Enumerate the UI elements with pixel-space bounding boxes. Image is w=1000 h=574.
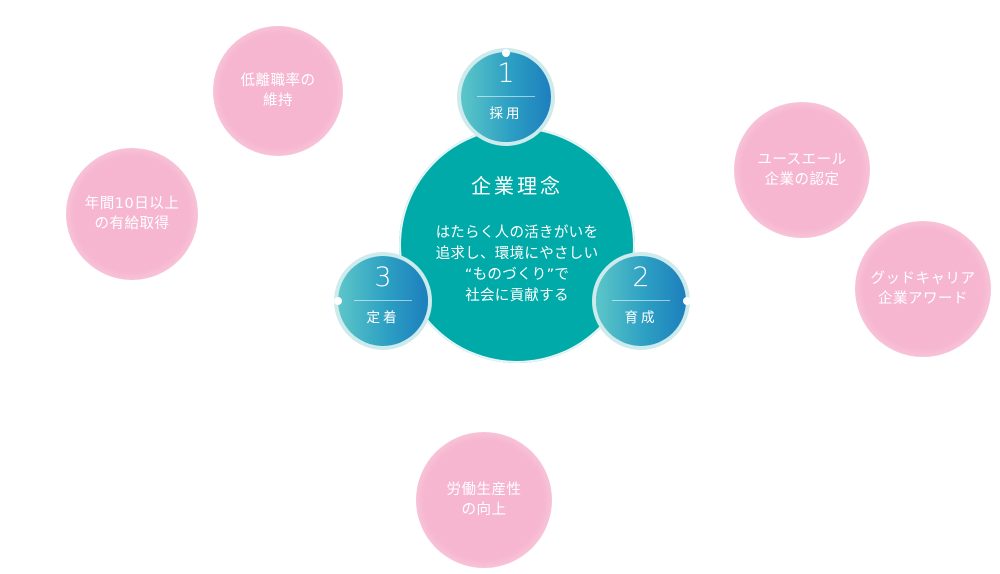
connector-dot-left xyxy=(334,297,342,305)
step-divider xyxy=(354,300,412,301)
outcome-youth-yell-label: ユースエール 企業の認定 xyxy=(757,152,847,188)
step-number: 1 xyxy=(497,58,515,89)
step-number: 3 xyxy=(374,262,392,293)
step-divider xyxy=(612,300,670,301)
step-label: 定着 xyxy=(366,310,400,326)
outcome-low-turnover-label: 低離職率の 維持 xyxy=(240,73,316,109)
step-label: 採用 xyxy=(489,106,523,122)
outcome-productivity: 労働生産性 の向上 xyxy=(416,432,552,568)
outcome-low-turnover: 低離職率の 維持 xyxy=(213,26,343,156)
step-recruitment: 1 採用 xyxy=(461,52,551,142)
step-divider xyxy=(477,96,535,97)
philosophy-title: 企業理念 xyxy=(471,174,563,198)
philosophy-text: はたらく人の活きがいを 追求し、環境にやさしい “ものづくり”で 社会に貢献する xyxy=(435,225,599,304)
outcome-productivity-label: 労働生産性 の向上 xyxy=(446,482,522,518)
outcome-paid-leave: 年間10日以上 の有給取得 xyxy=(66,148,198,280)
step-number: 2 xyxy=(632,262,650,293)
step-retention: 3 定着 xyxy=(338,256,428,346)
corporate-philosophy-circle: 企業理念 はたらく人の活きがいを 追求し、環境にやさしい “ものづくり”で 社会… xyxy=(399,127,635,363)
outcome-youth-yell: ユースエール 企業の認定 xyxy=(734,102,870,238)
outcome-paid-leave-label: 年間10日以上 の有給取得 xyxy=(84,196,180,232)
connector-dot-right xyxy=(683,297,691,305)
outcome-good-career-label: グッドキャリア 企業アワード xyxy=(870,271,976,307)
step-label: 育成 xyxy=(624,310,658,326)
connector-dot-top xyxy=(502,49,510,57)
step-development: 2 育成 xyxy=(596,256,686,346)
outcome-good-career: グッドキャリア 企業アワード xyxy=(855,221,991,357)
